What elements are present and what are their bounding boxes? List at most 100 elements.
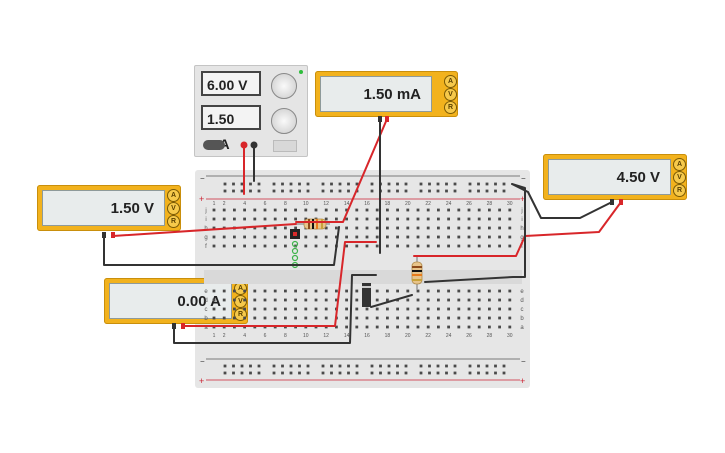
probe-tip-black[interactable] — [102, 232, 106, 238]
breadboard-hole[interactable] — [263, 208, 267, 212]
breadboard-hole[interactable] — [263, 244, 267, 248]
breadboard-hole[interactable] — [294, 289, 297, 293]
breadboard-hole[interactable] — [447, 298, 450, 302]
breadboard-hole[interactable] — [222, 208, 226, 212]
breadboard-hole[interactable] — [502, 189, 506, 193]
breadboard-hole[interactable] — [273, 316, 277, 320]
breadboard-hole[interactable] — [347, 371, 350, 375]
breadboard-hole[interactable] — [502, 371, 506, 375]
breadboard-hole[interactable] — [314, 316, 318, 320]
breadboard-hole[interactable] — [477, 316, 481, 320]
breadboard-hole[interactable] — [330, 182, 333, 186]
breadboard-hole[interactable] — [488, 244, 491, 248]
breadboard-hole[interactable] — [294, 217, 297, 221]
breadboard-hole[interactable] — [436, 364, 440, 368]
breadboard-hole[interactable] — [253, 235, 257, 239]
breadboard-hole[interactable] — [416, 298, 420, 302]
breadboard-hole[interactable] — [273, 289, 277, 293]
breadboard-hole[interactable] — [404, 371, 408, 375]
breadboard-hole[interactable] — [365, 217, 369, 221]
breadboard-hole[interactable] — [396, 307, 399, 311]
breadboard-hole[interactable] — [330, 371, 333, 375]
breadboard-hole[interactable] — [375, 298, 379, 302]
breadboard-hole[interactable] — [355, 325, 359, 329]
breadboard-hole[interactable] — [306, 371, 310, 375]
breadboard-hole[interactable] — [404, 182, 408, 186]
breadboard-hole[interactable] — [447, 244, 450, 248]
current-knob[interactable] — [271, 108, 297, 134]
breadboard-hole[interactable] — [338, 189, 342, 193]
breadboard-hole[interactable] — [321, 182, 325, 186]
breadboard-hole[interactable] — [355, 244, 359, 248]
breadboard-hole[interactable] — [289, 189, 293, 193]
breadboard-hole[interactable] — [375, 235, 379, 239]
breadboard-hole[interactable] — [437, 217, 440, 221]
breadboard-hole[interactable] — [335, 235, 338, 239]
breadboard-hole[interactable] — [284, 316, 287, 320]
breadboard-hole[interactable] — [375, 316, 379, 320]
breadboard-hole[interactable] — [365, 325, 369, 329]
breadboard-hole[interactable] — [243, 298, 246, 302]
breadboard-hole[interactable] — [457, 217, 461, 221]
breadboard-hole[interactable] — [386, 217, 389, 221]
breadboard-hole[interactable] — [233, 208, 236, 212]
breadboard-hole[interactable] — [232, 182, 235, 186]
wire-right-meter-black[interactable] — [424, 183, 613, 283]
breadboard-hole[interactable] — [498, 316, 501, 320]
breadboard-hole[interactable] — [406, 244, 410, 248]
breadboard-hole[interactable] — [253, 208, 257, 212]
breadboard-hole[interactable] — [447, 235, 450, 239]
probe-tip-black[interactable] — [172, 323, 176, 329]
breadboard-hole[interactable] — [289, 182, 293, 186]
breadboard-hole[interactable] — [508, 208, 512, 212]
breadboard-hole[interactable] — [321, 189, 325, 193]
breadboard-hole[interactable] — [426, 298, 430, 302]
breadboard-hole[interactable] — [222, 217, 226, 221]
breadboard-hole[interactable] — [447, 307, 450, 311]
wire-ammeter-top-red[interactable] — [295, 118, 388, 223]
breadboard-hole[interactable] — [257, 189, 261, 193]
breadboard-hole[interactable] — [306, 182, 310, 186]
breadboard-hole[interactable] — [335, 217, 338, 221]
breadboard-hole[interactable] — [304, 289, 308, 293]
breadboard-hole[interactable] — [396, 364, 399, 368]
breadboard-hole[interactable] — [428, 371, 431, 375]
breadboard-hole[interactable] — [273, 226, 277, 230]
breadboard-hole[interactable] — [404, 189, 408, 193]
breadboard-hole[interactable] — [396, 189, 399, 193]
breadboard-hole[interactable] — [249, 189, 252, 193]
breadboard-hole[interactable] — [294, 226, 297, 230]
breadboard-hole[interactable] — [338, 182, 342, 186]
probe-tip-black[interactable] — [610, 199, 614, 205]
breadboard-hole[interactable] — [508, 307, 512, 311]
breadboard-hole[interactable] — [485, 371, 489, 375]
breadboard-hole[interactable] — [477, 371, 480, 375]
breadboard-hole[interactable] — [212, 307, 216, 311]
breadboard-hole[interactable] — [330, 364, 333, 368]
breadboard-hole[interactable] — [428, 182, 431, 186]
breadboard-hole[interactable] — [284, 307, 287, 311]
breadboard-hole[interactable] — [467, 226, 471, 230]
breadboard-hole[interactable] — [324, 235, 328, 239]
breadboard-hole[interactable] — [253, 316, 257, 320]
breadboard-hole[interactable] — [396, 371, 399, 375]
breadboard-hole[interactable] — [365, 208, 369, 212]
breadboard-hole[interactable] — [304, 208, 308, 212]
breadboard-hole[interactable] — [314, 307, 318, 311]
breadboard-hole[interactable] — [345, 298, 348, 302]
power-supply[interactable]: 6.00 V 1.50 mA — [194, 65, 308, 157]
ohmmeter-mode-button[interactable]: R — [673, 184, 686, 197]
breadboard-hole[interactable] — [243, 217, 246, 221]
breadboard-hole[interactable] — [387, 364, 391, 368]
breadboard-hole[interactable] — [457, 235, 461, 239]
breadboard-hole[interactable] — [370, 182, 374, 186]
breadboard-hole[interactable] — [488, 235, 491, 239]
breadboard-hole[interactable] — [370, 371, 374, 375]
breadboard-hole[interactable] — [355, 316, 359, 320]
breadboard-hole[interactable] — [345, 217, 348, 221]
breadboard-hole[interactable] — [457, 325, 461, 329]
breadboard-hole[interactable] — [212, 244, 216, 248]
breadboard-hole[interactable] — [406, 325, 410, 329]
breadboard-hole[interactable] — [436, 371, 440, 375]
breadboard-hole[interactable] — [488, 289, 491, 293]
